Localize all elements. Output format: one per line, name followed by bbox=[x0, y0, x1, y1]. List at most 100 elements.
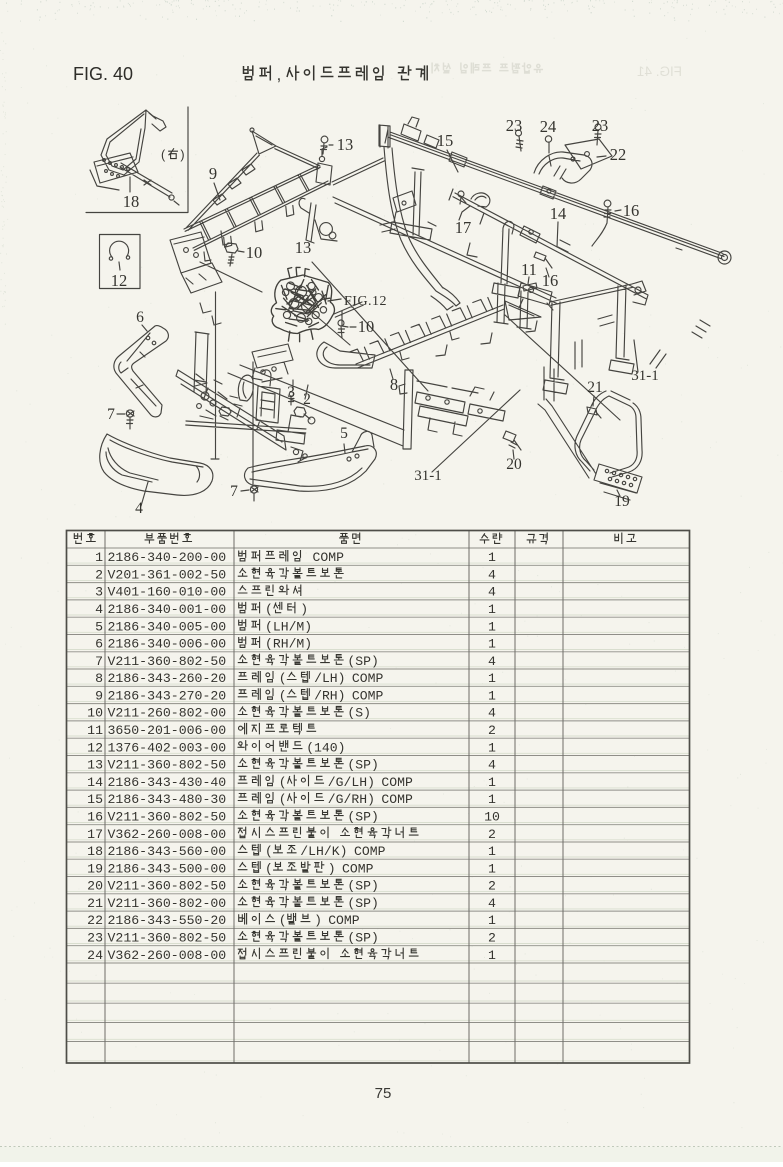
svg-text:24: 24 bbox=[540, 117, 557, 136]
svg-text:V211-360-802-50: V211-360-802-50 bbox=[108, 931, 227, 946]
svg-text:1: 1 bbox=[488, 861, 496, 876]
svg-text:2: 2 bbox=[488, 931, 496, 946]
svg-text:1: 1 bbox=[488, 792, 496, 807]
svg-text:1: 1 bbox=[488, 637, 496, 652]
svg-text:14: 14 bbox=[87, 775, 103, 790]
svg-text:23: 23 bbox=[506, 116, 523, 135]
svg-text:FIG. 40: FIG. 40 bbox=[73, 64, 133, 84]
svg-text:23: 23 bbox=[592, 116, 609, 135]
svg-text:(SP): (SP) bbox=[347, 879, 378, 894]
svg-text:V211-360-802-00: V211-360-802-00 bbox=[108, 896, 227, 911]
svg-text:10: 10 bbox=[484, 810, 500, 825]
svg-text:4: 4 bbox=[95, 602, 103, 617]
svg-text:2: 2 bbox=[488, 879, 496, 894]
svg-text:2186-343-270-20: 2186-343-270-20 bbox=[108, 688, 227, 703]
svg-text:12: 12 bbox=[87, 740, 103, 755]
svg-text:(: ( bbox=[279, 913, 287, 928]
svg-text:10: 10 bbox=[246, 243, 263, 262]
svg-text:4: 4 bbox=[488, 567, 496, 582]
svg-text:3: 3 bbox=[287, 384, 295, 401]
svg-text:2186-343-560-00: 2186-343-560-00 bbox=[108, 844, 227, 859]
svg-text:): ) bbox=[328, 861, 336, 876]
svg-text:V211-360-802-50: V211-360-802-50 bbox=[108, 810, 227, 825]
svg-text:3: 3 bbox=[95, 585, 103, 600]
svg-text:22: 22 bbox=[87, 913, 103, 928]
svg-text:9: 9 bbox=[209, 164, 217, 183]
svg-text:1: 1 bbox=[95, 550, 103, 565]
svg-text:17: 17 bbox=[87, 827, 103, 842]
svg-text:8: 8 bbox=[390, 375, 398, 394]
svg-text:(RH/M): (RH/M) bbox=[265, 637, 312, 652]
svg-text:/LH/K): /LH/K) bbox=[300, 844, 347, 859]
svg-text:17: 17 bbox=[455, 218, 472, 237]
svg-text:2186-343-260-20: 2186-343-260-20 bbox=[108, 671, 227, 686]
svg-text:1376-402-003-00: 1376-402-003-00 bbox=[108, 740, 227, 755]
svg-text:19: 19 bbox=[87, 861, 103, 876]
svg-text:(SP): (SP) bbox=[347, 896, 378, 911]
svg-text:): ) bbox=[180, 148, 184, 162]
svg-text:(SP): (SP) bbox=[347, 931, 378, 946]
svg-text:4: 4 bbox=[135, 500, 143, 517]
svg-text:(: ( bbox=[161, 148, 166, 162]
svg-text:COMP: COMP bbox=[352, 688, 384, 703]
svg-text:(: ( bbox=[279, 688, 287, 703]
svg-text:,: , bbox=[277, 66, 282, 84]
svg-text:10: 10 bbox=[358, 317, 375, 336]
svg-text:V201-361-002-50: V201-361-002-50 bbox=[108, 567, 227, 582]
svg-text:1: 1 bbox=[488, 844, 496, 859]
svg-text:1: 1 bbox=[488, 740, 496, 755]
svg-text:7: 7 bbox=[230, 483, 238, 500]
svg-text:2186-340-200-00: 2186-340-200-00 bbox=[108, 550, 227, 565]
svg-text:4: 4 bbox=[488, 706, 496, 721]
svg-text:COMP: COMP bbox=[381, 775, 413, 790]
svg-text:V401-160-010-00: V401-160-010-00 bbox=[108, 585, 227, 600]
svg-text:COMP: COMP bbox=[354, 844, 386, 859]
svg-text:1: 1 bbox=[488, 671, 496, 686]
svg-text:V211-360-802-50: V211-360-802-50 bbox=[108, 879, 227, 894]
svg-text:1: 1 bbox=[488, 619, 496, 634]
svg-text:3650-201-006-00: 3650-201-006-00 bbox=[108, 723, 227, 738]
svg-text:2186-343-500-00: 2186-343-500-00 bbox=[108, 861, 227, 876]
svg-text:14: 14 bbox=[550, 204, 567, 223]
svg-text:(S): (S) bbox=[347, 706, 371, 721]
svg-text:COMP: COMP bbox=[342, 861, 374, 876]
svg-text:(LH/M): (LH/M) bbox=[265, 619, 312, 634]
svg-text:13: 13 bbox=[295, 238, 312, 257]
svg-text:V362-260-008-00: V362-260-008-00 bbox=[108, 827, 227, 842]
svg-text:11: 11 bbox=[87, 723, 103, 738]
svg-text:COMP: COMP bbox=[352, 671, 384, 686]
svg-text:2186-340-001-00: 2186-340-001-00 bbox=[108, 602, 227, 617]
svg-text:(: ( bbox=[279, 671, 287, 686]
svg-text:(: ( bbox=[265, 861, 273, 876]
svg-text:13: 13 bbox=[337, 135, 354, 154]
svg-text:1: 1 bbox=[488, 550, 496, 565]
svg-text:2186-343-430-40: 2186-343-430-40 bbox=[108, 775, 227, 790]
svg-text:/G/LH): /G/LH) bbox=[328, 775, 375, 790]
svg-text:COMP: COMP bbox=[328, 913, 360, 928]
svg-text:): ) bbox=[300, 602, 308, 617]
svg-text:2186-343-550-20: 2186-343-550-20 bbox=[108, 913, 227, 928]
svg-text:16: 16 bbox=[623, 201, 640, 220]
svg-text:75: 75 bbox=[375, 1085, 392, 1102]
svg-text:31-1: 31-1 bbox=[414, 468, 442, 484]
svg-text:(: ( bbox=[279, 775, 287, 790]
svg-text:16: 16 bbox=[542, 271, 559, 290]
svg-text:19: 19 bbox=[614, 493, 630, 510]
svg-text:21: 21 bbox=[587, 379, 603, 396]
svg-text:1: 1 bbox=[488, 913, 496, 928]
svg-text:5: 5 bbox=[340, 425, 348, 442]
svg-text:1: 1 bbox=[488, 602, 496, 617]
svg-text:2: 2 bbox=[95, 567, 103, 582]
svg-text:V211-360-802-50: V211-360-802-50 bbox=[108, 654, 227, 669]
svg-text:8: 8 bbox=[95, 671, 103, 686]
svg-text:/G/RH): /G/RH) bbox=[328, 792, 375, 807]
svg-text:15: 15 bbox=[437, 131, 454, 150]
svg-text:6: 6 bbox=[95, 637, 103, 652]
svg-text:FIG.12: FIG.12 bbox=[344, 294, 387, 309]
svg-text:1: 1 bbox=[488, 948, 496, 963]
svg-text:13: 13 bbox=[87, 758, 103, 773]
svg-text:24: 24 bbox=[87, 948, 103, 963]
svg-text:4: 4 bbox=[488, 896, 496, 911]
svg-text:7: 7 bbox=[95, 654, 103, 669]
svg-text:(: ( bbox=[265, 844, 273, 859]
